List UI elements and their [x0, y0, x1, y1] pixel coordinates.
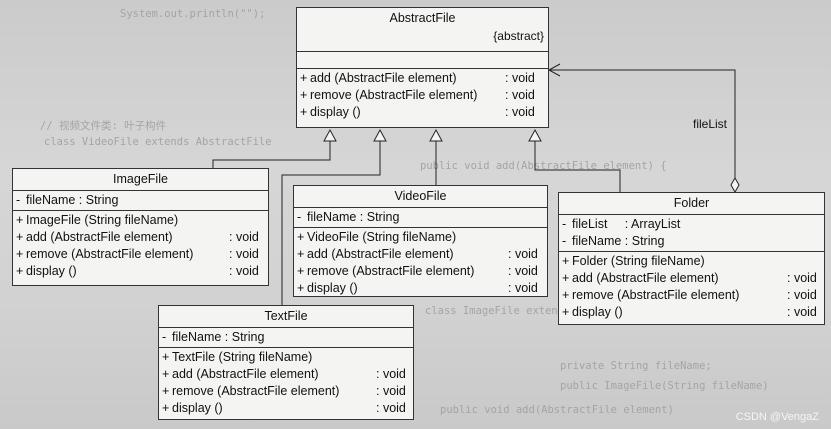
attribute-row: -fileName : String	[16, 193, 119, 207]
class-imagefile[interactable]: ImageFile -fileName : String +ImageFile …	[12, 168, 269, 286]
generalization-arrow-imagefile	[323, 128, 337, 142]
generalization-arrow-videofile	[429, 128, 443, 142]
operation-row: +Folder (String fileName)	[562, 254, 705, 268]
class-name: TextFile	[159, 306, 413, 328]
operation-row: +remove (AbstractFile element): void	[16, 247, 259, 261]
operation-row: +VideoFile (String fileName)	[297, 230, 457, 244]
class-operations: +ImageFile (String fileName) +add (Abstr…	[13, 211, 268, 281]
background-code-line: // 视频文件类: 叶子构件	[40, 120, 167, 132]
class-attributes: -fileName : String	[159, 328, 413, 348]
class-operations: +add (AbstractFile element): void +remov…	[297, 69, 548, 122]
aggregation-diamond	[730, 176, 740, 194]
background-code-line: public ImageFile(String fileName)	[560, 380, 769, 392]
class-abstractfile[interactable]: AbstractFile {abstract} +add (AbstractFi…	[296, 7, 549, 128]
generalization-arrow-textfile	[373, 128, 387, 142]
class-attributes: -fileList : ArrayList -fileName : String	[559, 215, 824, 252]
background-code-line: class VideoFile extends AbstractFile	[44, 136, 272, 148]
class-name: AbstractFile	[389, 11, 456, 25]
operation-row: +remove (AbstractFile element): void	[162, 384, 406, 398]
operation-row: +add (AbstractFile element): void	[297, 247, 538, 261]
attribute-row: -fileName : String	[297, 210, 400, 224]
attribute-row: -fileList : ArrayList	[562, 217, 681, 231]
background-code-line: public void add(AbstractFile element)	[440, 404, 674, 416]
operation-row: +display (): void	[300, 105, 535, 119]
generalization-textfile	[281, 132, 381, 305]
operation-row: +remove (AbstractFile element): void	[300, 88, 535, 102]
operation-row: +display (): void	[562, 305, 817, 319]
association-label: fileList	[693, 117, 728, 131]
operation-row: +remove (AbstractFile element): void	[562, 288, 817, 302]
class-name: VideoFile	[294, 186, 547, 208]
generalization-arrow-folder	[528, 128, 542, 142]
operation-row: +display (): void	[16, 264, 259, 278]
operation-row: +add (AbstractFile element): void	[300, 71, 535, 85]
class-textfile[interactable]: TextFile -fileName : String +TextFile (S…	[158, 305, 414, 420]
background-code-line: System.out.println("");	[120, 8, 266, 20]
operation-row: +remove (AbstractFile element): void	[297, 264, 538, 278]
class-name: Folder	[559, 193, 824, 215]
attribute-row: -fileName : String	[562, 234, 665, 248]
operation-row: +TextFile (String fileName)	[162, 350, 313, 364]
aggregation-filelist	[550, 69, 736, 178]
class-attributes: -fileName : String	[13, 191, 268, 211]
aggregation-arrowhead	[547, 63, 561, 77]
class-operations: +VideoFile (String fileName) +add (Abstr…	[294, 228, 547, 298]
attribute-row: -fileName : String	[162, 330, 265, 344]
class-attributes: -fileName : String	[294, 208, 547, 228]
operation-row: +display (): void	[297, 281, 538, 295]
watermark: CSDN @VengaZ	[735, 411, 819, 423]
operation-row: +add (AbstractFile element): void	[162, 367, 406, 381]
class-folder[interactable]: Folder -fileList : ArrayList -fileName :…	[558, 192, 825, 325]
background-code-line: private String fileName;	[560, 360, 712, 372]
class-name: ImageFile	[13, 169, 268, 191]
generalization-imagefile	[212, 132, 331, 168]
operation-row: +display (): void	[162, 401, 406, 415]
class-videofile[interactable]: VideoFile -fileName : String +VideoFile …	[293, 185, 548, 297]
class-operations: +TextFile (String fileName) +add (Abstra…	[159, 348, 413, 418]
generalization-folder	[534, 132, 621, 192]
background-code-line: public void add(AbstractFile element) {	[420, 160, 667, 172]
class-stereotype: {abstract}	[297, 27, 548, 52]
operation-row: +add (AbstractFile element): void	[16, 230, 259, 244]
operation-row: +ImageFile (String fileName)	[16, 213, 179, 227]
class-attributes	[297, 52, 548, 69]
class-operations: +Folder (String fileName) +add (Abstract…	[559, 252, 824, 322]
operation-row: +add (AbstractFile element): void	[562, 271, 817, 285]
